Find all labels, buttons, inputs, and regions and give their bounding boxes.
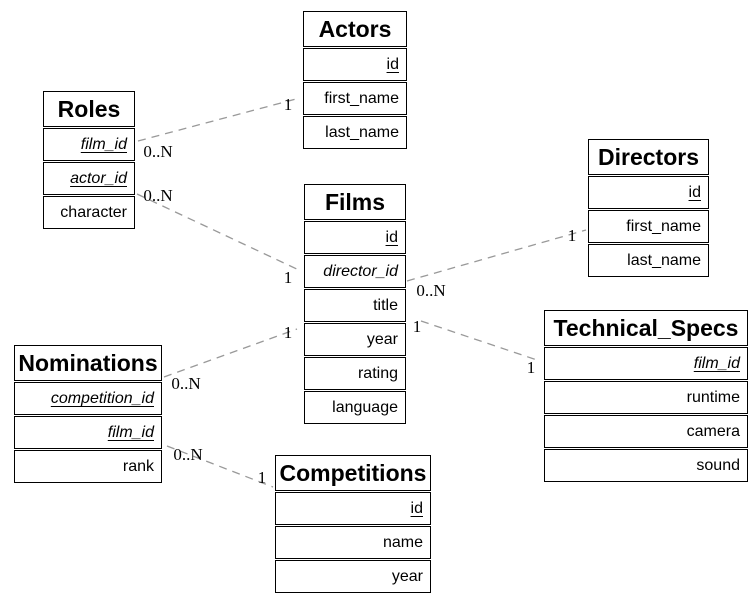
relationship-line-nominations-competitions bbox=[166, 445, 274, 488]
field-actors-id: id bbox=[303, 48, 407, 81]
entity-title-technical_specs: Technical_Specs bbox=[544, 310, 748, 346]
cardinality-label-roles-films-to: 1 bbox=[283, 268, 293, 287]
field-nominations-rank: rank bbox=[14, 450, 162, 483]
relationship-line-roles-films bbox=[136, 193, 302, 272]
cardinality-label-films-technical_specs-from: 1 bbox=[412, 317, 422, 336]
relationship-line-nominations-films bbox=[163, 328, 298, 378]
field-technical_specs-camera: camera bbox=[544, 415, 748, 448]
field-roles-actor_id: actor_id bbox=[43, 162, 135, 195]
cardinality-label-films-technical_specs-to: 1 bbox=[526, 358, 536, 377]
entity-title-competitions: Competitions bbox=[275, 455, 431, 491]
field-actors-last_name: last_name bbox=[303, 116, 407, 149]
cardinality-label-films-directors-to: 1 bbox=[567, 226, 577, 245]
field-roles-film_id: film_id bbox=[43, 128, 135, 161]
field-directors-first_name: first_name bbox=[588, 210, 709, 243]
relationship-line-films-technical_specs bbox=[420, 320, 541, 362]
field-competitions-id: id bbox=[275, 492, 431, 525]
relationship-line-films-directors bbox=[406, 229, 587, 282]
field-films-year: year bbox=[304, 323, 406, 356]
cardinality-label-nominations-films-from: 0..N bbox=[171, 374, 201, 393]
field-competitions-name: name bbox=[275, 526, 431, 559]
field-technical_specs-runtime: runtime bbox=[544, 381, 748, 414]
cardinality-label-roles-films-from: 0..N bbox=[143, 186, 173, 205]
field-films-id: id bbox=[304, 221, 406, 254]
field-technical_specs-sound: sound bbox=[544, 449, 748, 482]
cardinality-label-nominations-competitions-from: 0..N bbox=[173, 445, 203, 464]
entity-title-nominations: Nominations bbox=[14, 345, 162, 381]
field-films-title: title bbox=[304, 289, 406, 322]
entity-title-roles: Roles bbox=[43, 91, 135, 127]
field-technical_specs-film_id: film_id bbox=[544, 347, 748, 380]
field-films-rating: rating bbox=[304, 357, 406, 390]
cardinality-label-roles-actors-to: 1 bbox=[283, 95, 293, 114]
field-nominations-film_id: film_id bbox=[14, 416, 162, 449]
entity-title-films: Films bbox=[304, 184, 406, 220]
field-films-director_id: director_id bbox=[304, 255, 406, 288]
entity-title-actors: Actors bbox=[303, 11, 407, 47]
relationship-line-roles-actors bbox=[137, 98, 297, 142]
cardinality-label-nominations-competitions-to: 1 bbox=[257, 468, 267, 487]
field-films-language: language bbox=[304, 391, 406, 424]
field-directors-last_name: last_name bbox=[588, 244, 709, 277]
cardinality-label-roles-actors-from: 0..N bbox=[143, 142, 173, 161]
field-competitions-year: year bbox=[275, 560, 431, 593]
field-nominations-competition_id: competition_id bbox=[14, 382, 162, 415]
field-roles-character: character bbox=[43, 196, 135, 229]
entity-title-directors: Directors bbox=[588, 139, 709, 175]
cardinality-label-films-directors-from: 0..N bbox=[416, 281, 446, 300]
cardinality-label-nominations-films-to: 1 bbox=[283, 323, 293, 342]
field-actors-first_name: first_name bbox=[303, 82, 407, 115]
field-directors-id: id bbox=[588, 176, 709, 209]
